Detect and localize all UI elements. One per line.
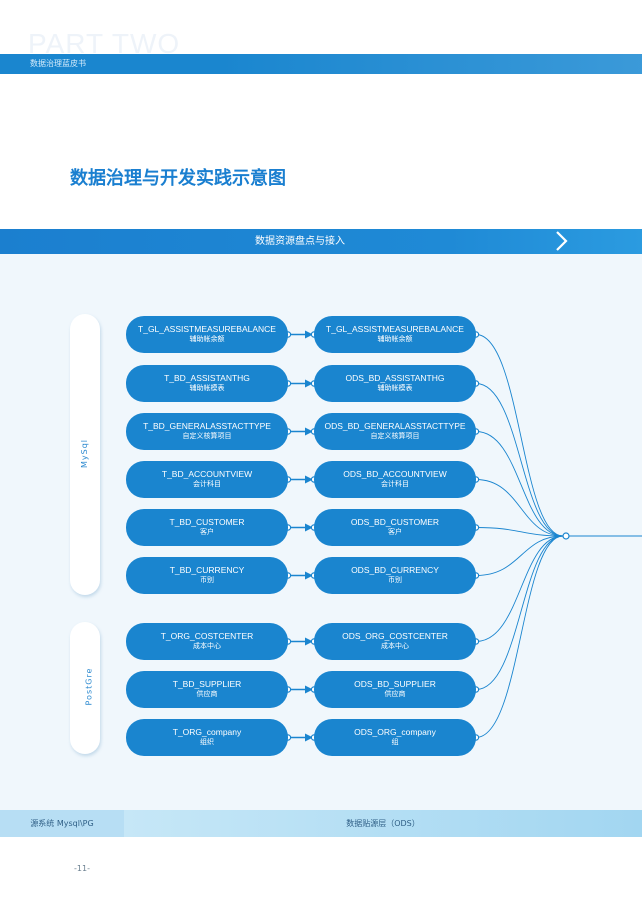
header-bar-highlight (220, 54, 642, 74)
source-node-desc: 成本中心 (193, 642, 221, 650)
arrowhead-icon (305, 637, 313, 646)
arrowhead-icon (305, 475, 313, 484)
ods-node-name: ODS_BD_ASSISTANTHG (345, 373, 445, 383)
merge-curve (475, 535, 564, 576)
source-node-desc: 辅助帐模表 (189, 384, 225, 392)
ods-node-desc: 币别 (388, 576, 402, 584)
source-node-name: T_ORG_COSTCENTER (160, 631, 254, 641)
ods-node-desc: 辅助帐余额 (377, 335, 413, 343)
footer-ods-label: 数据贴源层（ODS） (346, 819, 420, 828)
merge-curve (475, 334, 564, 537)
section-title: 数据资源盘点与接入 (255, 236, 345, 247)
source-node-desc: 辅助帐余额 (189, 335, 225, 343)
footer-source-layer: 源系统 Mysql\PG (0, 810, 124, 837)
merge-curve (475, 383, 564, 537)
ods-node-desc: 供应商 (384, 690, 406, 698)
ods-node-name: ODS_BD_GENERALASSTACTTYPE (324, 421, 466, 431)
source-node-name: T_BD_GENERALASSTACTTYPE (143, 421, 271, 431)
section-bar: 数据资源盘点与接入 (0, 229, 642, 254)
source-node-name: T_BD_ASSISTANTHG (164, 373, 250, 383)
source-node-name: T_BD_SUPPLIER (172, 679, 242, 689)
ods-node-desc: 组 (391, 738, 399, 746)
arrowhead-icon (305, 330, 313, 339)
arrowhead-icon (305, 733, 313, 742)
arrowhead-icon (305, 523, 313, 532)
hub-node (562, 532, 570, 540)
ods-node-desc: 自定义核算项目 (370, 432, 420, 440)
arrowhead-icon (305, 685, 313, 694)
source-node-desc: 自定义核算项目 (182, 432, 232, 440)
footer-ods-layer: 数据贴源层（ODS） (124, 810, 642, 837)
connector-group (284, 330, 642, 742)
header-ghost-text: PART TWO (28, 28, 181, 59)
header-subtitle: 数据治理蓝皮书 (30, 59, 86, 68)
merge-curve (475, 535, 564, 738)
group-mysql: MySql (70, 314, 100, 595)
footer-source-label: 源系统 Mysql\PG (30, 819, 94, 828)
source-node-desc: 币别 (200, 576, 214, 584)
arrowhead-icon (305, 571, 313, 580)
ods-node-desc: 辅助帐模表 (377, 384, 413, 392)
source-node-desc: 会计科目 (193, 480, 221, 488)
ods-node-name: ODS_ORG_company (354, 727, 436, 737)
ods-node-name: ODS_BD_CUSTOMER (350, 517, 440, 527)
source-node-name: T_BD_CUSTOMER (169, 517, 245, 527)
merge-curve (475, 535, 564, 690)
page-number: -11- (74, 864, 90, 873)
ods-node-desc: 成本中心 (381, 642, 409, 650)
ods-node-name: ODS_BD_SUPPLIER (354, 679, 436, 689)
source-node-name: T_BD_CURRENCY (169, 565, 245, 575)
merge-curve (475, 479, 564, 537)
ods-node-name: ODS_BD_CURRENCY (351, 565, 439, 575)
page-title: 数据治理与开发实践示意图 (70, 168, 286, 189)
ods-node-desc: 会计科目 (381, 480, 409, 488)
arrowhead-icon (305, 427, 313, 436)
ods-node-name: T_GL_ASSISTMEASUREBALANCE (326, 324, 464, 334)
ods-node-name: ODS_BD_ACCOUNTVIEW (343, 469, 447, 479)
group-postgre: PostGre (70, 622, 100, 754)
merge-curve (475, 431, 564, 537)
arrowhead-icon (305, 379, 313, 388)
source-node-desc: 客户 (200, 528, 214, 536)
ods-node-name: ODS_ORG_COSTCENTER (342, 631, 448, 641)
merge-curve (475, 527, 564, 537)
chevron-right-icon (556, 231, 568, 251)
source-node-desc: 组织 (200, 738, 214, 746)
source-node-name: T_BD_ACCOUNTVIEW (161, 469, 253, 479)
source-node-name: T_GL_ASSISTMEASUREBALANCE (138, 324, 276, 334)
header-bar (0, 54, 642, 74)
source-node-desc: 供应商 (196, 690, 218, 698)
ods-node-desc: 客户 (388, 528, 402, 536)
source-node-name: T_ORG_company (172, 727, 242, 737)
merge-curve (475, 535, 564, 642)
